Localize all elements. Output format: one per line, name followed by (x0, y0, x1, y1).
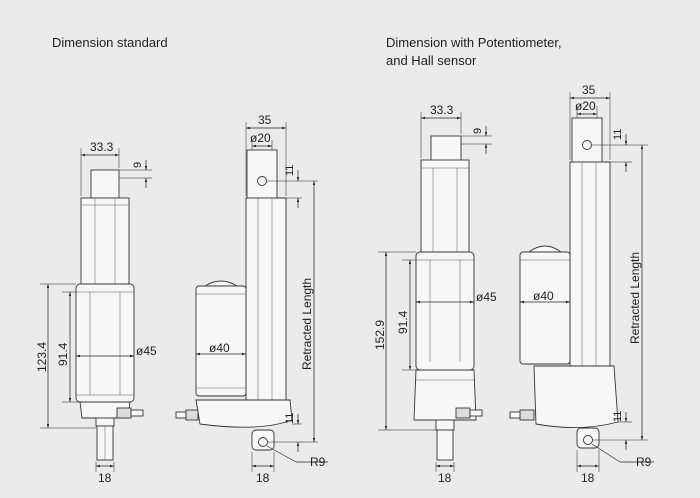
label-width-33-3-a: 33.3 (90, 140, 114, 154)
cable-end-sensor (469, 409, 483, 417)
motor-cap-sensor (527, 245, 563, 253)
rod-eye-hole-sensor (582, 140, 592, 150)
label-dia-45-b: ø45 (476, 290, 497, 304)
label-dia-40-a: ø40 (209, 341, 230, 355)
heading-dimension-sensor: Dimension with Potentiometer, and Hall s… (386, 34, 562, 70)
label-width-18-a: 18 (98, 471, 112, 485)
cable-gland-sensor (455, 407, 471, 419)
label-width-35-b: 35 (582, 83, 596, 97)
bottom-eye-hole-sensor (583, 435, 593, 445)
label-dim-11-d: 11 (612, 411, 624, 422)
sensor-housing (413, 369, 477, 421)
heading-dimension-standard: Dimension standard (52, 35, 168, 50)
inner-tube-sensor (420, 159, 470, 253)
bottom-mount (95, 417, 115, 427)
label-width-33-3-b: 33.3 (430, 103, 454, 117)
label-width-18-d: 18 (581, 471, 595, 485)
label-dia-45-a: ø45 (136, 344, 157, 358)
dims-standard-front: 33.3 9 123.4 91.4 ø45 18 (35, 140, 157, 485)
gearbox-side (195, 399, 293, 428)
label-width-18-c: 18 (438, 471, 452, 485)
spindle-tube-sensor (569, 161, 611, 367)
label-length-91-4-a: 91.4 (56, 342, 70, 366)
motor-housing (75, 283, 135, 403)
label-length-152-9: 152.9 (373, 320, 387, 350)
label-dia-20-a: ø20 (250, 131, 271, 145)
label-dia-40-b: ø40 (533, 289, 554, 303)
inner-tube (80, 197, 130, 285)
spindle-tube (245, 197, 287, 401)
rod-eye-hole (257, 176, 267, 186)
label-dia-20-b: ø20 (575, 99, 596, 113)
bottom-mount-sensor (435, 419, 455, 431)
heading-sensor-line-2: and Hall sensor (386, 53, 477, 68)
label-dim-11-a: 11 (284, 165, 296, 176)
bottom-eye-hole (258, 437, 268, 447)
dims-sensor-side: 35 ø20 11 Retracted Length 11 R9 ø40 18 (520, 83, 654, 485)
cable-gland-side (185, 409, 199, 421)
actuator-standard-side (175, 149, 293, 451)
label-dim-9-a: 9 (132, 162, 144, 168)
actuator-sensor-front (413, 135, 483, 461)
motor-cap (203, 280, 239, 287)
label-retracted-length-b: Retracted Length (628, 252, 642, 344)
actuator-sensor-side (509, 117, 619, 449)
cable-end (130, 409, 144, 417)
dims-sensor-front: 33.3 9 152.9 91.4 ø45 18 (373, 103, 497, 485)
label-length-123-4: 123.4 (35, 342, 49, 372)
label-length-91-4-b: 91.4 (396, 310, 410, 334)
rod-top (90, 169, 120, 199)
actuator-standard-front (75, 169, 144, 461)
label-retracted-length-a: Retracted Length (300, 278, 314, 370)
cable-end-side (175, 411, 187, 419)
rod-eye-top-sensor (571, 117, 603, 163)
label-width-35-a: 35 (258, 113, 272, 127)
label-dim-9-b: 9 (472, 128, 484, 134)
cable-gland (116, 407, 132, 419)
cable-end-sensor-side (509, 411, 521, 419)
dims-standard-side: 35 ø20 11 Retracted Length 11 R9 ø40 18 (196, 113, 328, 485)
label-radius-9-a: R9 (310, 455, 326, 469)
bottom-clevis-sensor (436, 429, 454, 461)
heading-sensor-line-1: Dimension with Potentiometer, (386, 35, 562, 50)
motor-housing-sensor (415, 251, 475, 371)
label-radius-9-b: R9 (636, 455, 652, 469)
motor-side-sensor (519, 251, 571, 365)
rod-top-sensor (430, 135, 462, 165)
label-dim-11-b: 11 (284, 413, 296, 424)
cable-gland-sensor-side (519, 409, 535, 421)
label-dim-11-c: 11 (612, 129, 624, 140)
sensor-housing-side (533, 365, 619, 428)
rod-eye-top (246, 149, 278, 199)
label-width-18-b: 18 (256, 471, 270, 485)
